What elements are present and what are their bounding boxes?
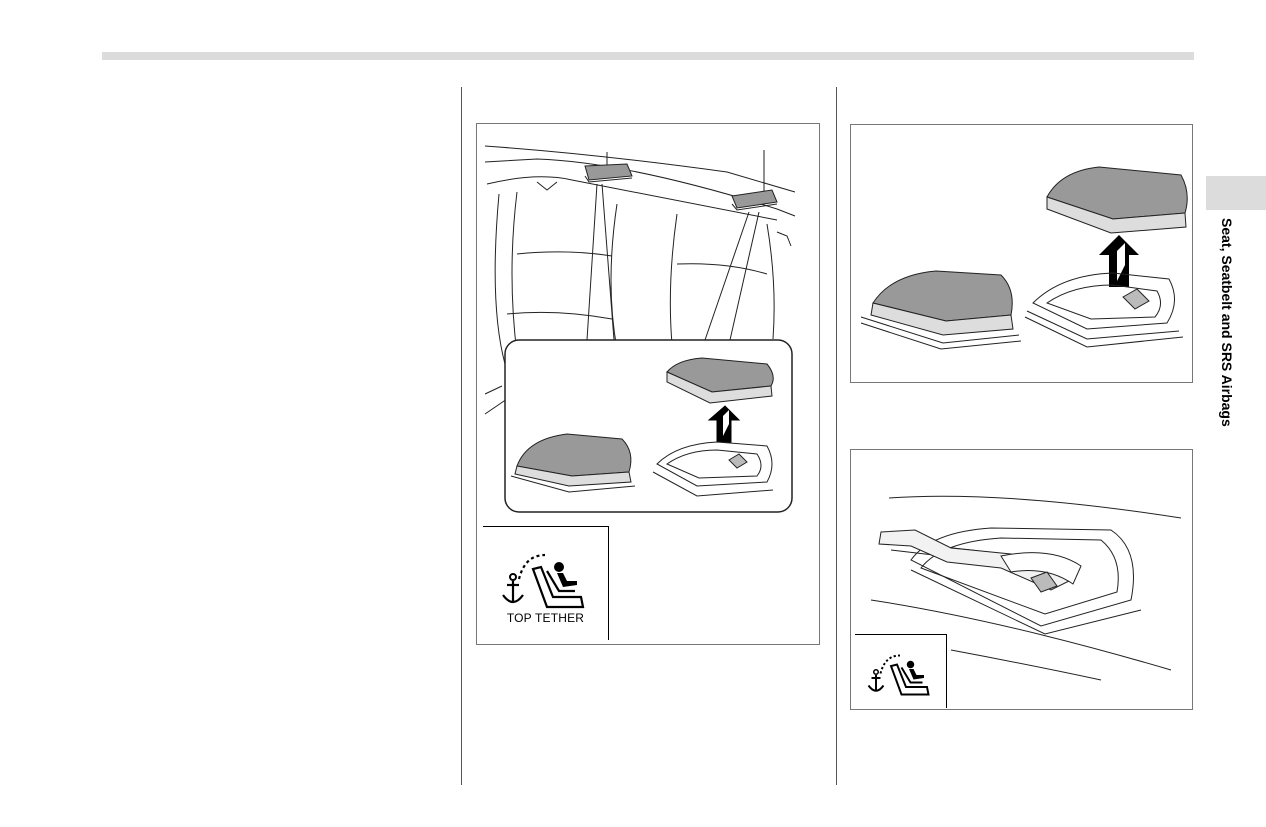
column-divider-right [836, 87, 837, 785]
header-rule [102, 52, 1194, 60]
section-title: Seat, Seatbelt and SRS Airbags [1219, 218, 1235, 427]
cover-removal-illustration [860, 166, 1188, 350]
section-tab [1206, 176, 1266, 210]
top-tether-symbol-box-small [855, 634, 947, 708]
top-tether-icon [867, 654, 930, 696]
figure-tether-attached [850, 449, 1193, 710]
figure-anchor-cover-removal [850, 124, 1193, 383]
column-divider-left [461, 87, 462, 785]
top-tether-label: TOP TETHER [506, 611, 585, 625]
figure-rear-shelf-anchors: TOP TETHER [476, 123, 820, 645]
top-tether-symbol-box: TOP TETHER [483, 526, 609, 640]
tether-attached-illustration [870, 495, 1182, 681]
rear-shelf-illustration [484, 145, 796, 513]
top-tether-icon [502, 553, 585, 609]
